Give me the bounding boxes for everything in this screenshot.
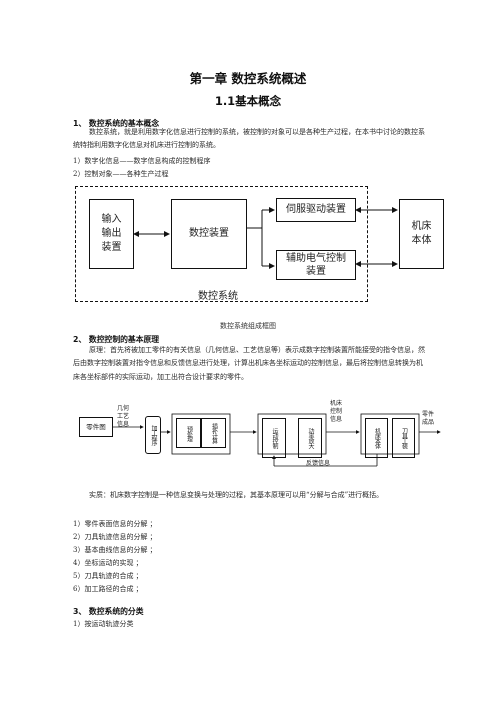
list-item: 1）按运动轨迹分类	[73, 620, 134, 628]
feedback-label: 反馈信息	[306, 460, 331, 467]
list-item: 1）数字化信息——数字信息构成的控制程序	[73, 157, 211, 165]
program-box: 加工程序	[145, 416, 161, 454]
paragraph-essence: 实质：机床数字控制是一种信息变换与处理的过程，其基本原理可以用“分解与合成”进行…	[89, 491, 384, 499]
system-label: 数控系统	[198, 291, 238, 302]
system-boundary	[75, 186, 368, 302]
paragraph-definition: 数控系统，就是利用数字化信息进行控制的系统，被控制的对象可以是各种生产过程，在本…	[73, 128, 425, 150]
chapter-title: 第一章 数控系统概述	[189, 71, 307, 86]
list-item: 2）刀具轨迹信息的分解 ；	[73, 533, 157, 541]
geometry-info-label: 几何 工艺 信息	[117, 405, 130, 428]
motion-control-box: 运动控制	[262, 418, 286, 458]
machine-body-box: 机床本体	[365, 418, 388, 458]
power-amp-box: 功率放大	[298, 418, 322, 458]
preprocess-box: 预处理	[176, 418, 201, 448]
list-item: 4）坐标运动的实现 ；	[73, 559, 143, 567]
list-item: 1）零件表面信息的分解 ；	[73, 520, 157, 528]
tool-fixture-box: 刀具工装	[392, 418, 415, 458]
machine-body-box: 机床 本体	[399, 199, 444, 269]
diagram1-caption: 数控系统组成框图	[220, 322, 276, 330]
part-drawing-box: 零件图	[79, 417, 113, 437]
list-item: 6）加工路径的合成 ；	[73, 585, 143, 593]
cnc-device-box: 数控装置	[171, 199, 247, 269]
list-item: 5）刀具轨迹的合成 ；	[73, 572, 143, 580]
heading-control-principle: 2、 数控控制的基本原理	[73, 335, 160, 344]
machine-control-info-label: 机床 控制 信息	[330, 400, 343, 423]
list-item: 2）控制对象——各种生产过程	[73, 170, 169, 178]
interpolation-box: 插补计算	[201, 418, 226, 448]
servo-drive-box: 伺服驱动装置	[276, 198, 356, 222]
section-title: 1.1基本概念	[214, 94, 282, 108]
heading-basic-concept: 1、 数控系统的基本概念	[73, 119, 160, 128]
list-item: 3）基本曲线信息的分解 ；	[73, 546, 157, 554]
paragraph-principle: 原理：首先将被加工零件的有关信息（几何信息、工艺信息等）表示成数字控制装置所能接…	[73, 346, 425, 381]
finished-part-label: 零件 成品	[422, 411, 435, 426]
heading-classification: 3、 数控系统的分类	[73, 607, 144, 616]
